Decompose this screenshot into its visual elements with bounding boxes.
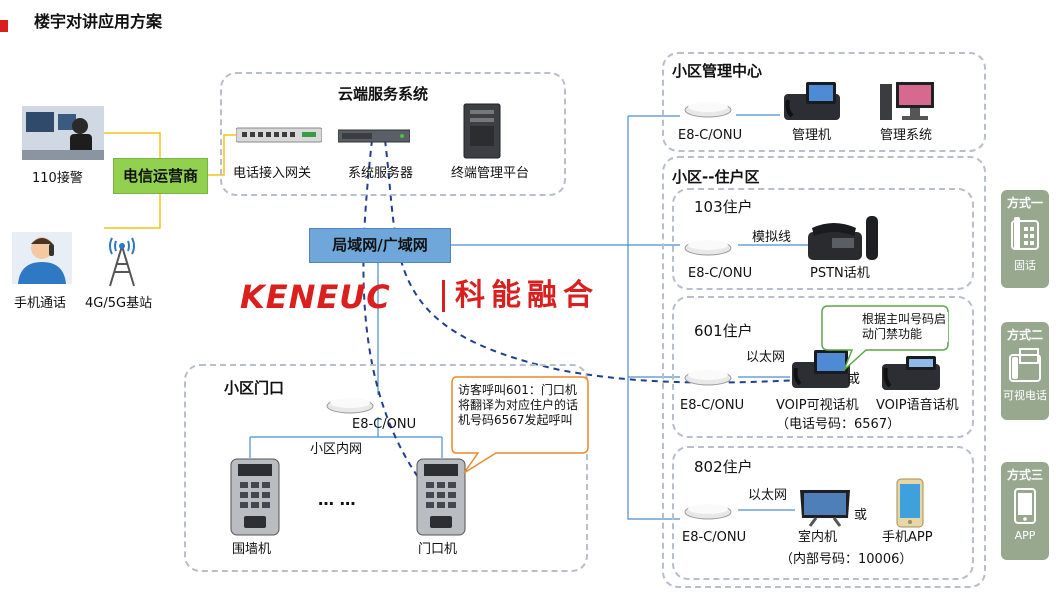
- management-center-title: 小区管理中心: [672, 62, 763, 80]
- voip-voice-phone-label: VOIP语音话机: [876, 398, 959, 413]
- mobile-app-label: 手机APP: [882, 530, 933, 545]
- cloud-service-title: 云端服务系统: [338, 85, 429, 103]
- mode-three-title: 方式三: [1006, 468, 1043, 482]
- call-center-operator-icon: [22, 106, 104, 160]
- unit-601-link-label: 以太网: [746, 350, 786, 365]
- line-telecom-mobile: [104, 192, 161, 229]
- unit-103-router-icon: [684, 240, 732, 256]
- unit-103-title: 103住户: [694, 198, 753, 216]
- gate-router-label: E8-C/ONU: [352, 417, 417, 432]
- unit-802-or: 或: [854, 508, 868, 523]
- platform-label: 终端管理平台: [451, 166, 530, 181]
- mode-one-title: 方式一: [1006, 196, 1043, 210]
- mode-two-tab: 方式二 可视电话: [1001, 322, 1049, 420]
- logo-cn: 科能融合: [455, 278, 599, 313]
- unit-802-link-label: 以太网: [748, 488, 788, 503]
- management-system-icon: [880, 82, 934, 120]
- police-label: 110接警: [32, 171, 83, 186]
- mode-two-title: 方式二: [1006, 328, 1043, 342]
- line-telecom-gateway: [206, 134, 236, 176]
- logo-latin: KENEUC: [240, 278, 391, 316]
- indoor-unit-icon: [800, 490, 850, 527]
- voip-video-phone-label: VOIP可视话机: [776, 398, 859, 413]
- unit-601-number: （电话号码：6567）: [776, 417, 901, 432]
- mobile-label: 手机通话: [14, 296, 67, 311]
- gate-callout-text: 访客呼叫601：门口机将翻译为对应住户的话机号码6567发起呼叫: [458, 383, 584, 428]
- base-station-icon: [109, 237, 135, 287]
- mode-three-tab: 方式三 APP: [1001, 462, 1049, 560]
- phone-gateway-icon: [236, 127, 322, 143]
- unit-601-box: [672, 296, 974, 438]
- unit-802-router-icon: [684, 504, 732, 520]
- telecom-operator-box: 电信运营商: [113, 158, 208, 194]
- video-phone-icon: [1009, 348, 1041, 382]
- mgmt-router-label: E8-C/ONU: [678, 128, 743, 143]
- system-server-icon: [338, 129, 410, 143]
- mode-three-label: APP: [1014, 529, 1036, 542]
- unit-802-number: （内部号码：10006）: [780, 552, 913, 567]
- unit-601-router-label: E8-C/ONU: [680, 398, 745, 413]
- page-title: 楼宇对讲应用方案: [34, 12, 163, 31]
- smartphone-icon: [1014, 488, 1036, 524]
- mgmt-system-label: 管理系统: [880, 128, 933, 143]
- unit-802-router-label: E8-C/ONU: [682, 530, 747, 545]
- unit-601-router-icon: [684, 370, 732, 386]
- wall-unit-icon: [230, 458, 280, 536]
- management-center-box: [662, 52, 986, 152]
- lan-wan-box: 局域网/广域网: [309, 228, 451, 263]
- door-unit-icon: [416, 458, 466, 536]
- management-platform-icon: [463, 103, 501, 159]
- ellipsis: … …: [318, 490, 356, 509]
- mgmt-phone-label: 管理机: [792, 128, 832, 143]
- mobile-app-phone-icon: [896, 478, 924, 528]
- unit-103-link-label: 模拟线: [752, 230, 792, 245]
- mode-one-tab: 方式一 固话: [1001, 190, 1049, 288]
- mode-one-label: 固话: [1014, 259, 1036, 272]
- mobile-caller-icon: [12, 232, 72, 284]
- indoor-unit-label: 室内机: [798, 530, 838, 545]
- voip-voice-phone-icon: [882, 356, 940, 390]
- wall-unit-label: 围墙机: [232, 542, 272, 557]
- base-station-label: 4G/5G基站: [85, 296, 153, 311]
- gate-lan-label: 小区内网: [310, 442, 363, 457]
- voip-video-phone-icon: [792, 350, 850, 388]
- pstn-phone-label: PSTN话机: [810, 266, 870, 281]
- door-unit-label: 门口机: [418, 542, 458, 557]
- community-gate-box: [184, 364, 588, 572]
- call-path-server-door: [362, 139, 421, 481]
- mgmt-router-icon: [684, 102, 732, 118]
- logo-divider: [442, 280, 445, 312]
- management-phone-icon: [784, 82, 840, 120]
- gateway-label: 电话接入网关: [233, 166, 312, 181]
- title-accent-bar: [0, 20, 8, 32]
- unit-103-box: [672, 188, 974, 290]
- unit-601-or: 或: [847, 372, 861, 387]
- resident-area-title: 小区--住户区: [672, 168, 760, 186]
- gate-router-icon: [326, 398, 374, 414]
- unit-601-callout-text: 根据主叫号码启动门禁功能: [862, 312, 948, 342]
- line-police-telecom: [104, 132, 161, 158]
- resident-area-box: [662, 156, 986, 588]
- cloud-service-box: [220, 72, 566, 196]
- unit-802-title: 802住户: [694, 458, 753, 476]
- unit-103-router-label: E8-C/ONU: [688, 266, 753, 281]
- server-label: 系统服务器: [348, 166, 414, 181]
- community-gate-title: 小区门口: [224, 379, 285, 397]
- mode-two-label: 可视电话: [1003, 389, 1047, 402]
- pstn-phone-icon: [808, 216, 878, 260]
- unit-802-box: [672, 446, 974, 580]
- unit-601-title: 601住户: [694, 322, 753, 340]
- landline-phone-icon: [1011, 217, 1039, 250]
